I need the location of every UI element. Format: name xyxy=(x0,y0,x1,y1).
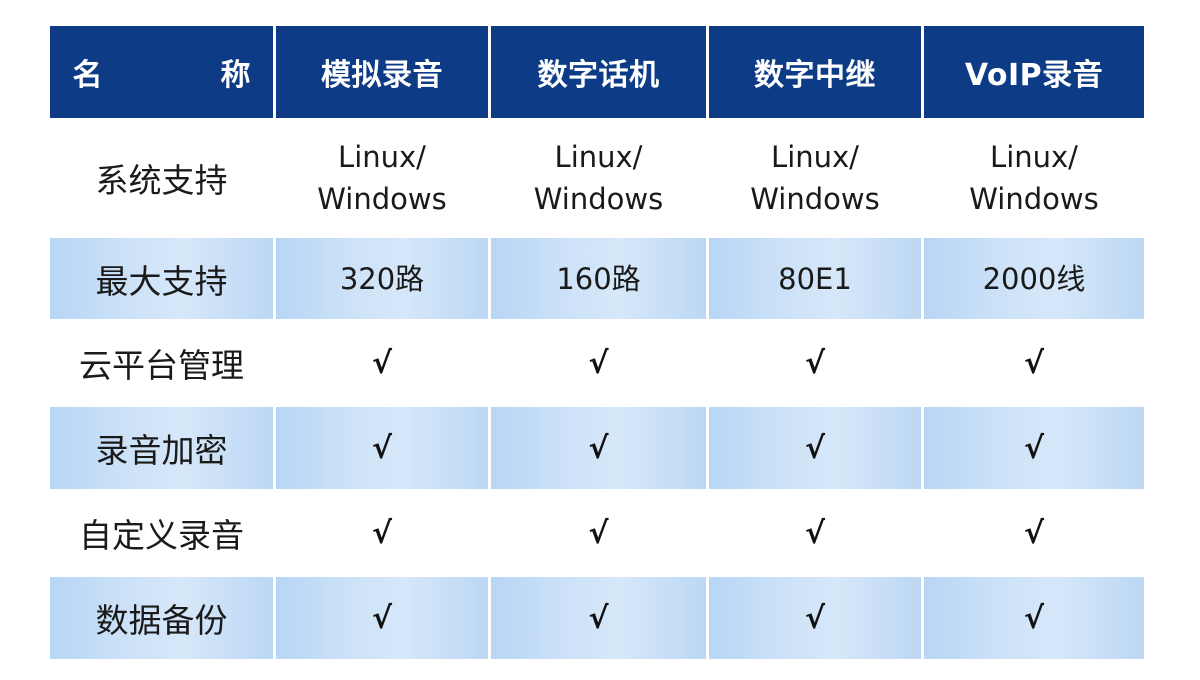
comparison-table: 名 称 模拟录音 数字话机 数字中继 VoIP录音 系统支持 Linux/ Wi… xyxy=(50,26,1144,659)
table-cell: 2000线 xyxy=(924,238,1144,319)
table-cell: 80E1 xyxy=(709,238,921,319)
check-mark: √ xyxy=(924,407,1144,489)
row-label-system-support: 系统支持 xyxy=(50,121,273,235)
row-label-custom-recording: 自定义录音 xyxy=(50,492,273,574)
header-digital-trunk: 数字中继 xyxy=(709,26,921,118)
check-mark: √ xyxy=(709,322,921,404)
header-name-text: 名 称 xyxy=(72,58,295,93)
table-cell: 160路 xyxy=(491,238,706,319)
os-value: Linux/ Windows xyxy=(533,140,664,216)
check-mark: √ xyxy=(276,577,488,659)
table-cell: Linux/ Windows xyxy=(491,121,706,235)
check-mark: √ xyxy=(491,322,706,404)
table-cell: Linux/ Windows xyxy=(276,121,488,235)
table-cell: Linux/ Windows xyxy=(924,121,1144,235)
check-mark: √ xyxy=(924,492,1144,574)
check-mark: √ xyxy=(924,322,1144,404)
header-analog-recording: 模拟录音 xyxy=(276,26,488,118)
check-mark: √ xyxy=(924,577,1144,659)
os-value: Linux/ Windows xyxy=(969,140,1099,216)
check-mark: √ xyxy=(491,407,706,489)
table-cell: 320路 xyxy=(276,238,488,319)
header-digital-phone: 数字话机 xyxy=(491,26,706,118)
check-mark: √ xyxy=(276,322,488,404)
check-mark: √ xyxy=(709,407,921,489)
header-name: 名 称 xyxy=(50,26,273,118)
row-label-recording-encryption: 录音加密 xyxy=(50,407,273,489)
table-cell: Linux/ Windows xyxy=(709,121,921,235)
check-mark: √ xyxy=(709,577,921,659)
row-label-max-support: 最大支持 xyxy=(50,238,273,319)
check-mark: √ xyxy=(491,577,706,659)
row-label-data-backup: 数据备份 xyxy=(50,577,273,659)
header-voip-recording: VoIP录音 xyxy=(924,26,1144,118)
check-mark: √ xyxy=(491,492,706,574)
os-value: Linux/ Windows xyxy=(317,140,447,216)
os-value: Linux/ Windows xyxy=(750,140,880,216)
check-mark: √ xyxy=(276,407,488,489)
row-label-cloud-management: 云平台管理 xyxy=(50,322,273,404)
check-mark: √ xyxy=(276,492,488,574)
check-mark: √ xyxy=(709,492,921,574)
